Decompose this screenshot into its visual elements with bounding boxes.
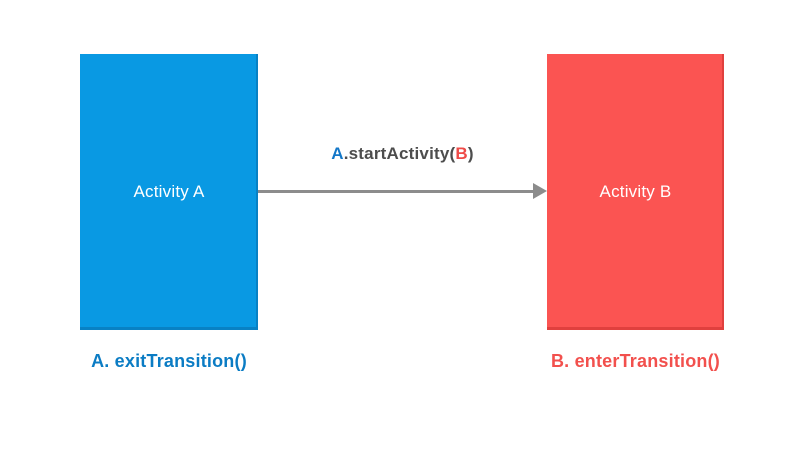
transition-arrow-head-icon — [533, 183, 547, 199]
activity-a-label: Activity A — [133, 182, 205, 201]
start-activity-call-label: A.startActivity(B) — [258, 144, 547, 164]
call-method-text: .startActivity( — [343, 144, 456, 163]
transition-arrow-line — [258, 190, 535, 193]
activity-a-box: Activity A — [80, 54, 258, 330]
call-caller-text: A — [331, 144, 344, 163]
activity-b-label: Activity B — [599, 182, 672, 201]
enter-transition-caption: B. enterTransition() — [550, 351, 720, 371]
activity-b-box: Activity B — [547, 54, 724, 330]
exit-transition-caption: A. exitTransition() — [91, 351, 247, 371]
call-argument-text: B — [455, 144, 468, 163]
call-close-paren-text: ) — [467, 144, 474, 163]
